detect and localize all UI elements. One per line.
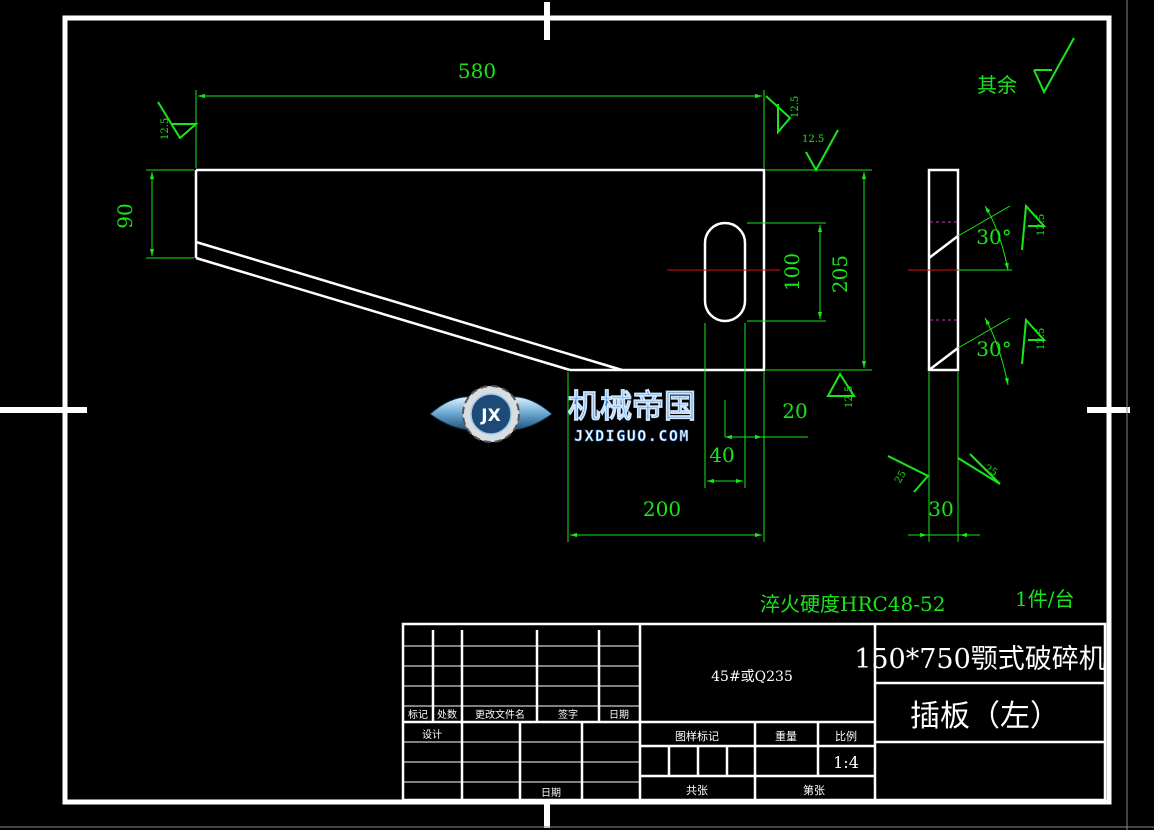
tb-label-mark: 标记 — [408, 709, 428, 721]
tb-label-sheet-no: 第张 — [803, 783, 825, 797]
watermark-url: JXDIGUO.COM — [574, 427, 690, 445]
watermark-badge: JX — [480, 406, 500, 426]
tb-label-total-sheets: 共张 — [686, 784, 708, 797]
roughness-side-bottom-right-symbol — [957, 453, 1001, 485]
angle-lower-text: 30° — [976, 337, 1011, 361]
dim-580-text: 580 — [458, 59, 496, 83]
roughness-bottom-text: 12.5 — [844, 386, 855, 408]
dim-200-text: 200 — [643, 497, 681, 521]
tb-label-change-doc: 更改文件名 — [475, 708, 525, 721]
title-block-lines — [401, 622, 1107, 802]
tb-scale: 1:4 — [833, 753, 859, 772]
dim-20-text: 20 — [782, 399, 807, 423]
roughness-top-mid-text: 12.5 — [790, 96, 801, 118]
tb-label-weight: 重量 — [775, 729, 797, 743]
tb-label-stage-mark: 图样标记 — [675, 729, 719, 743]
roughness-bottom-symbol — [826, 372, 856, 397]
dim-30-text: 30 — [928, 497, 953, 521]
dim-100-text: 100 — [780, 253, 804, 291]
roughness-side-upper-text: 12.5 — [1036, 214, 1047, 236]
tb-material: 45#或Q235 — [711, 669, 793, 685]
roughness-side-bottom-left-text: 25 — [893, 469, 909, 486]
tb-machine-name: 150*750颚式破碎机 — [854, 644, 1106, 675]
dimension-lines — [146, 90, 1012, 542]
tb-label-date2: 日期 — [541, 787, 561, 799]
quantity-note: 1件/台 — [1015, 587, 1074, 611]
roughness-rest-label: 其余 — [977, 73, 1017, 97]
roughness-top-left-text: 12.5 — [160, 118, 171, 140]
roughness-top-left-symbol — [157, 101, 199, 140]
roughness-rest-symbol — [1033, 37, 1075, 95]
watermark-name: 机械帝国 — [568, 387, 696, 425]
dim-40-text: 40 — [709, 443, 734, 467]
tb-label-count: 处数 — [437, 708, 457, 721]
title-block-thin-lines — [403, 645, 640, 783]
dim-90-text: 90 — [113, 203, 137, 228]
roughness-side-bottom-right-text: 25 — [983, 463, 1000, 479]
roughness-symbols — [157, 37, 1075, 493]
roughness-side-bottom-left-symbol — [887, 455, 930, 493]
tb-label-date: 日期 — [609, 709, 629, 721]
hardness-note: 淬火硬度HRC48-52 — [760, 592, 945, 616]
tb-part-name: 插板（左） — [910, 699, 1060, 734]
roughness-top-right-text: 12.5 — [802, 134, 824, 145]
roughness-side-upper-symbol — [1021, 203, 1047, 251]
roughness-top-right-symbol — [805, 129, 839, 173]
roughness-top-mid-symbol — [765, 95, 792, 135]
roughness-side-lower-text: 12.5 — [1036, 328, 1047, 350]
tb-label-ratio: 比例 — [835, 729, 857, 743]
tb-label-design: 设计 — [422, 728, 442, 741]
dim-205-text: 205 — [828, 255, 852, 293]
tb-label-signature: 签字 — [558, 708, 578, 721]
roughness-side-lower-symbol — [1021, 317, 1047, 365]
watermark-logo: JX 机械帝国 JXDIGUO.COM — [429, 385, 696, 445]
hidden-lines-side — [930, 221, 957, 321]
angle-upper-text: 30° — [976, 225, 1011, 249]
